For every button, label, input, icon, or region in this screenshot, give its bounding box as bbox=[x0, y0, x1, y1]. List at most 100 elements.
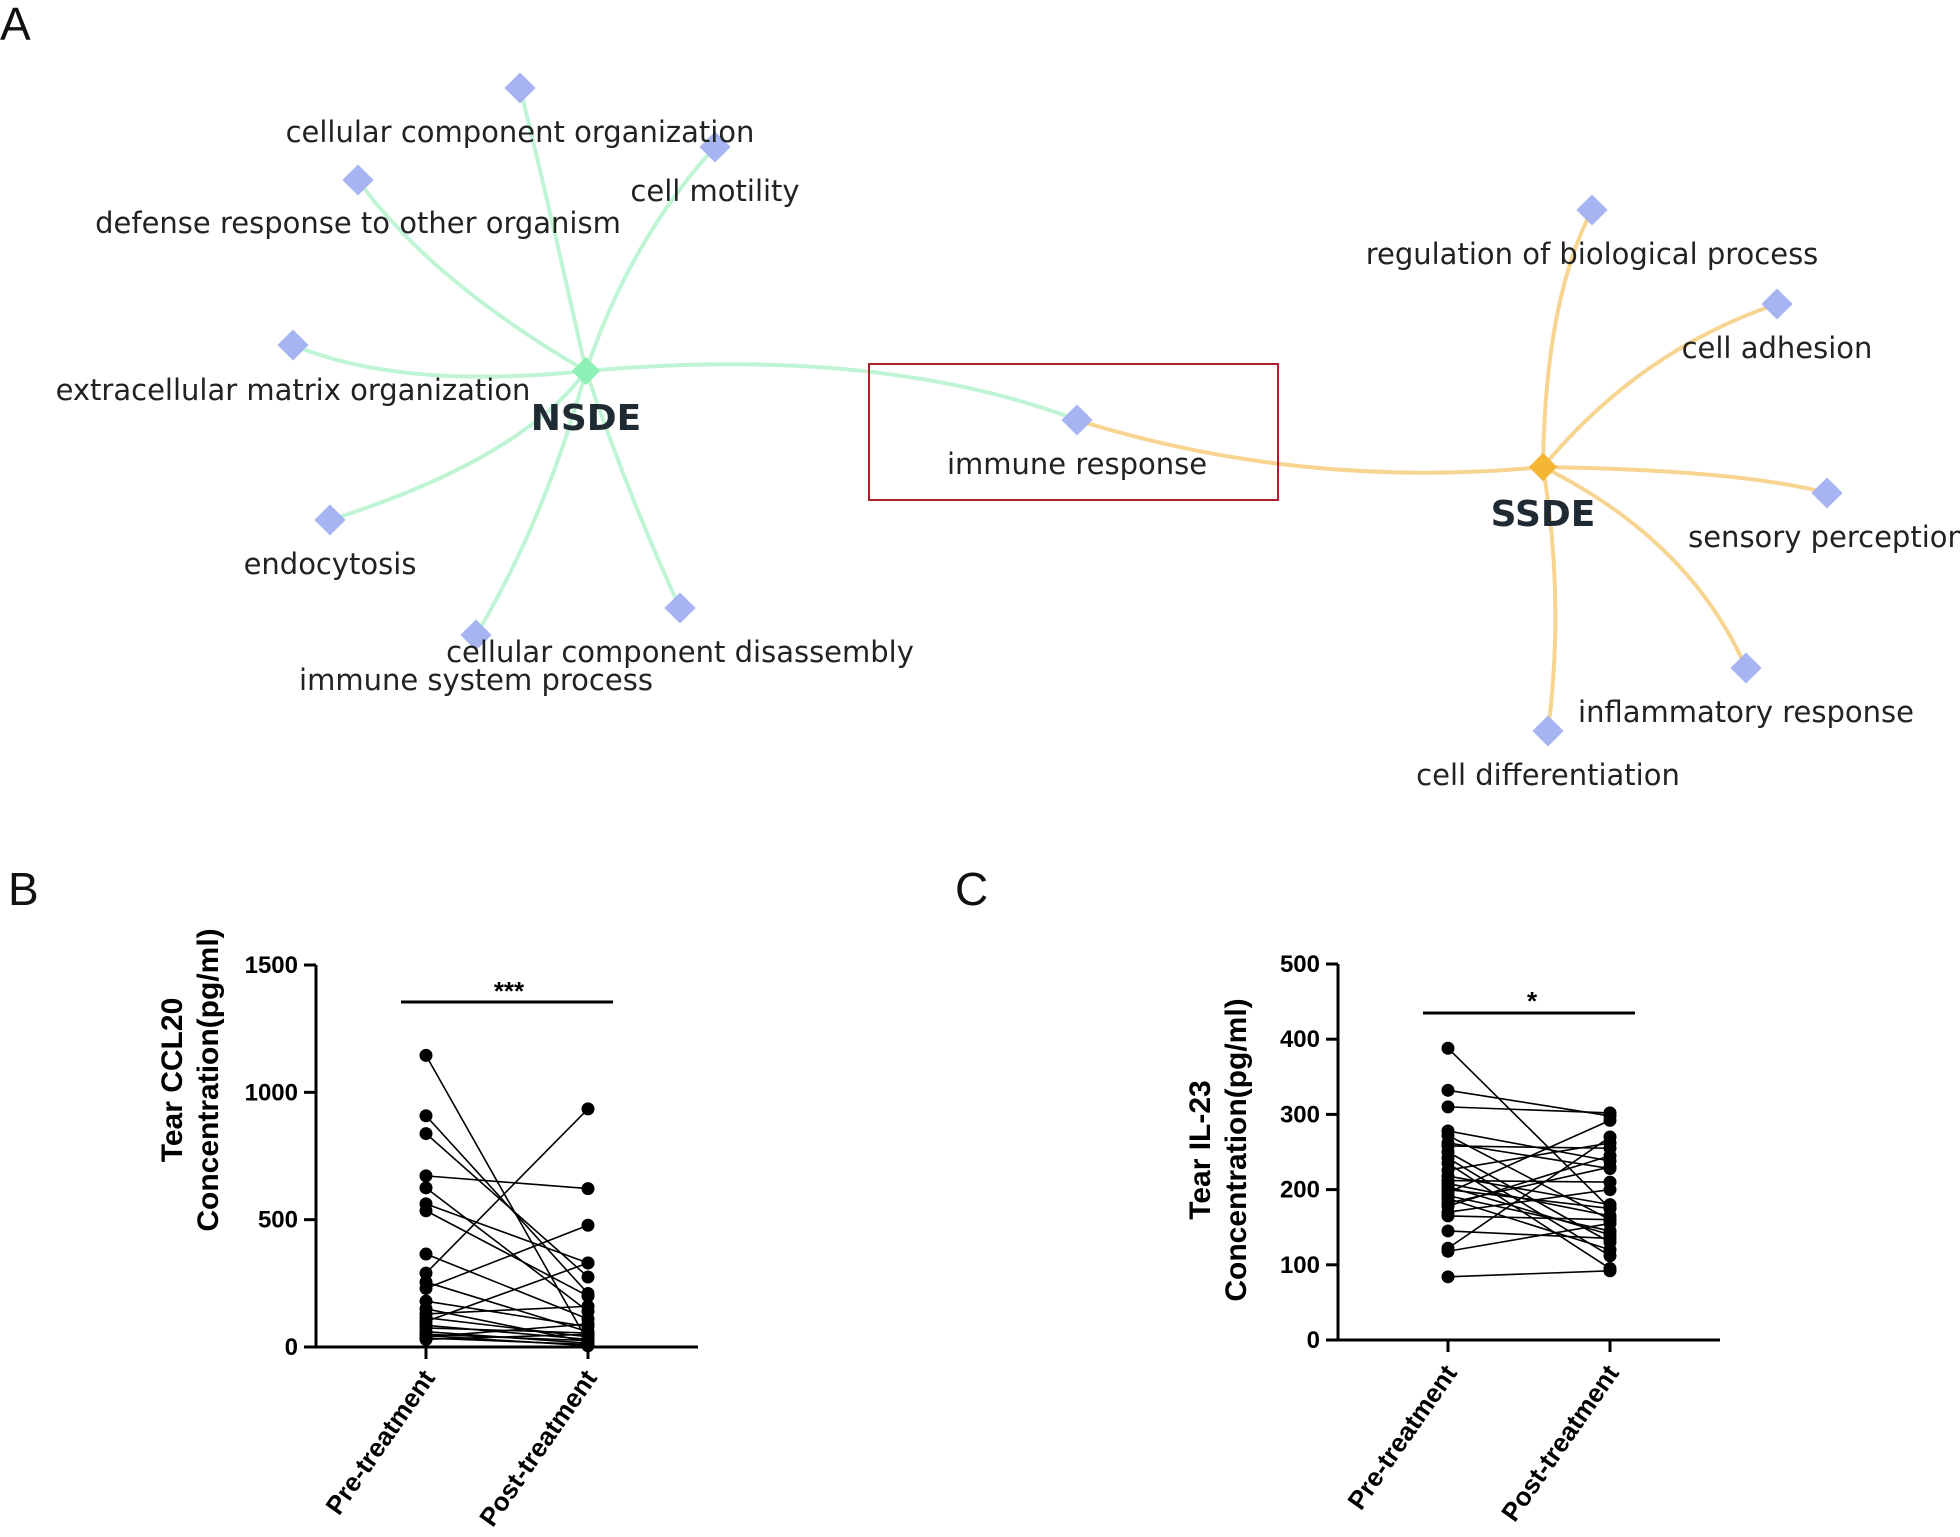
edge-nsde-cell-motility bbox=[584, 145, 717, 372]
point-post bbox=[581, 1182, 595, 1196]
point-post bbox=[581, 1256, 595, 1270]
y-tick-label: 300 bbox=[1280, 1101, 1320, 1128]
pair-line bbox=[425, 1175, 589, 1190]
point-post bbox=[1603, 1231, 1617, 1245]
node-sensory-perception bbox=[1811, 477, 1843, 509]
panel-label-b: B bbox=[8, 863, 39, 915]
pair-line bbox=[425, 1323, 589, 1338]
point-pre bbox=[419, 1204, 433, 1218]
pair-line bbox=[1447, 1194, 1611, 1232]
point-pre bbox=[419, 1332, 433, 1346]
point-pre bbox=[1441, 1224, 1455, 1238]
edge-nsde-immune-system-process bbox=[474, 370, 588, 637]
pair-line bbox=[1447, 1106, 1611, 1114]
point-pre bbox=[419, 1247, 433, 1261]
chart-b-significance: *** bbox=[494, 976, 525, 1006]
edge-ssde-immune-response bbox=[1076, 418, 1544, 475]
pair-line bbox=[425, 1224, 589, 1290]
point-pre bbox=[1441, 1270, 1455, 1284]
point-pre bbox=[1441, 1244, 1455, 1258]
hub-node-ssde bbox=[1528, 452, 1558, 482]
chart-b-xcat-post: Post-treatment bbox=[473, 1364, 603, 1532]
node-cellular-component-organization bbox=[504, 72, 536, 104]
chart-c-xcat-pre: Pre-treatment bbox=[1341, 1359, 1463, 1515]
edge-nsde-cellular-component-organization bbox=[518, 87, 588, 372]
node-immune-response bbox=[1061, 404, 1093, 436]
term-label: inflammatory response bbox=[1578, 695, 1914, 729]
point-post bbox=[1603, 1149, 1617, 1163]
edge-nsde-endocytosis bbox=[329, 369, 588, 522]
pair-line bbox=[425, 1187, 589, 1312]
y-tick-label: 1000 bbox=[245, 1079, 298, 1106]
pair-line bbox=[1447, 1230, 1611, 1240]
point-post bbox=[1603, 1243, 1617, 1257]
pair-line bbox=[1447, 1188, 1611, 1213]
pair-line bbox=[425, 1324, 589, 1341]
y-tick-label: 200 bbox=[1280, 1177, 1320, 1204]
chart-b-axes: 0 500 1000 1500 bbox=[245, 952, 698, 1361]
pair-line bbox=[1447, 1222, 1611, 1253]
pair-line bbox=[425, 1132, 589, 1278]
shared-term-label: immune response bbox=[947, 447, 1207, 481]
y-tick-label: 100 bbox=[1280, 1252, 1320, 1279]
y-tick-label: 0 bbox=[1307, 1327, 1320, 1354]
term-label: defense response to other organism bbox=[95, 206, 621, 240]
edge-ssde-cell-differentiation bbox=[1541, 466, 1558, 732]
term-label: sensory perception bbox=[1688, 520, 1960, 554]
chart-b-xcat-pre: Pre-treatment bbox=[319, 1364, 441, 1520]
y-tick-label: 1500 bbox=[245, 952, 298, 979]
pair-line bbox=[1447, 1188, 1611, 1210]
node-regulation bbox=[1576, 194, 1608, 226]
chart-b-ylabel-line1: Tear CCL20 bbox=[156, 998, 189, 1163]
edge-ssde-regulation bbox=[1541, 209, 1594, 468]
hub-node-nsde bbox=[571, 356, 601, 386]
pair-line bbox=[425, 1333, 589, 1341]
node-endocytosis bbox=[314, 504, 346, 536]
pair-line bbox=[1447, 1270, 1611, 1278]
y-tick-label: 0 bbox=[285, 1334, 298, 1361]
term-label: immune system process bbox=[299, 663, 653, 697]
point-post bbox=[581, 1270, 595, 1284]
edge-nsde-extracellular-matrix bbox=[292, 343, 587, 379]
term-label: cell differentiation bbox=[1416, 758, 1680, 792]
y-tick-label: 500 bbox=[258, 1207, 298, 1234]
point-pre bbox=[419, 1109, 433, 1123]
edge-nsde-defense-response bbox=[356, 178, 588, 373]
point-post bbox=[1603, 1201, 1617, 1215]
point-post bbox=[581, 1317, 595, 1331]
term-label: cell motility bbox=[630, 174, 799, 208]
y-tick-label: 500 bbox=[1280, 951, 1320, 978]
node-inflammatory-response bbox=[1730, 652, 1762, 684]
point-post bbox=[581, 1337, 595, 1351]
term-label: endocytosis bbox=[244, 547, 417, 581]
pair-line bbox=[1447, 1215, 1611, 1221]
pair-line bbox=[425, 1281, 589, 1333]
chart-c-xcat-post: Post-treatment bbox=[1495, 1359, 1625, 1527]
chart-b-marks bbox=[419, 1048, 595, 1353]
node-defense-response bbox=[342, 164, 374, 196]
chart-c-significance: * bbox=[1527, 986, 1538, 1016]
point-pre bbox=[1441, 1083, 1455, 1097]
pair-line bbox=[425, 1253, 589, 1320]
point-pre bbox=[419, 1048, 433, 1062]
pair-line bbox=[1447, 1157, 1611, 1257]
y-tick-label: 400 bbox=[1280, 1026, 1320, 1053]
panel-label-c: C bbox=[955, 863, 988, 915]
point-post bbox=[1603, 1183, 1617, 1197]
node-cellular-component-disassembly bbox=[664, 592, 696, 624]
point-post bbox=[1603, 1113, 1617, 1127]
hub-label-ssde: SSDE bbox=[1491, 494, 1596, 535]
pair-line bbox=[425, 1055, 589, 1343]
shared-term-highlight-box bbox=[868, 363, 1279, 501]
point-pre bbox=[419, 1281, 433, 1295]
pair-line bbox=[1447, 1154, 1611, 1207]
term-label: regulation of biological process bbox=[1366, 237, 1819, 271]
point-post bbox=[581, 1289, 595, 1303]
pair-line bbox=[425, 1316, 589, 1338]
chart-c-marks bbox=[1441, 1041, 1617, 1284]
point-post bbox=[1603, 1264, 1617, 1278]
